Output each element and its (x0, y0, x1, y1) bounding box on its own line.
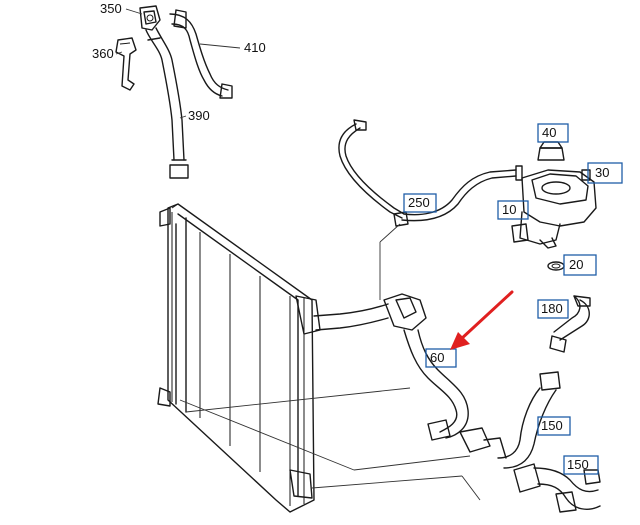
hose-180 (549, 295, 591, 353)
callout-150-upper: 150 (537, 416, 571, 436)
callout-250-label: 250 (408, 195, 430, 210)
callout-30: 30 (587, 162, 623, 184)
callout-390-label: 390 (188, 108, 210, 123)
callout-350: 350 (100, 1, 143, 16)
callout-150-lower: 150 (563, 455, 599, 475)
callout-40: 40 (537, 123, 569, 143)
callout-10: 10 (497, 200, 529, 220)
callout-350-label: 350 (100, 1, 122, 16)
highlight-arrow (450, 290, 514, 350)
callout-410-label: 410 (244, 40, 266, 55)
hose-150-upper (459, 371, 561, 469)
callout-180: 180 (537, 299, 569, 319)
callout-150-upper-label: 150 (541, 418, 563, 433)
callout-60: 60 (425, 348, 457, 368)
callout-250: 250 (403, 193, 437, 213)
callout-60-label: 60 (430, 350, 444, 365)
expansion-tank (511, 141, 597, 271)
callout-20-label: 20 (569, 257, 583, 272)
vent-line-250 (338, 119, 523, 227)
callout-410: 410 (199, 40, 266, 55)
callout-40-label: 40 (542, 125, 556, 140)
callout-360-label: 360 (92, 46, 114, 61)
radiator (157, 203, 321, 513)
radiator-inlet-hose (313, 293, 427, 331)
callout-360: 360 (92, 46, 123, 61)
hose-150-lower (513, 463, 601, 513)
callout-10-label: 10 (502, 202, 516, 217)
callout-30-label: 30 (595, 165, 609, 180)
callout-20: 20 (563, 254, 597, 276)
callout-390: 390 (179, 108, 210, 123)
upper-hose-assembly (115, 5, 233, 179)
assembly-guides (179, 223, 481, 501)
callout-180-label: 180 (541, 301, 563, 316)
callout-150-lower-label: 150 (567, 457, 589, 472)
